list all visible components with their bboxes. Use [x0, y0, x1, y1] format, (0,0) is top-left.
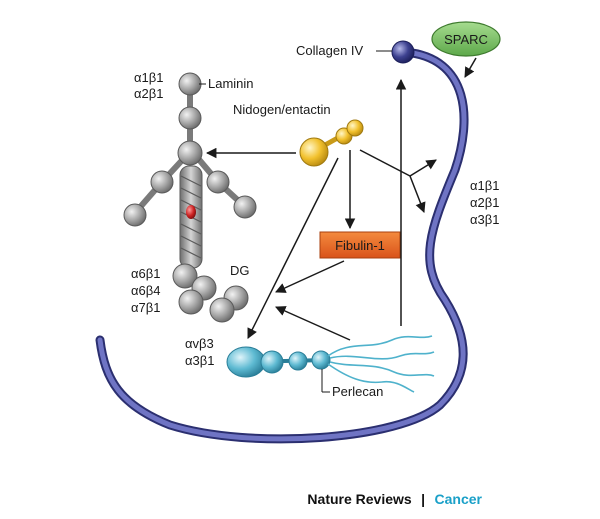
interaction-arrows — [205, 78, 437, 341]
arrow-nidogen-to-perlecan — [247, 157, 339, 339]
nidogen-molecule — [299, 119, 364, 167]
sparc-ellipse — [431, 21, 501, 57]
footer-separator: | — [421, 491, 425, 507]
arrow-nidogen-to-collagen-b — [409, 159, 437, 177]
fibulin-1-label: Fibulin-1 — [335, 238, 385, 253]
arrow-nidogen-to-collagen-a — [359, 149, 411, 177]
arrow-fibulin-to-laminin — [275, 260, 345, 293]
perlecan-integrin-2: α3β1 — [185, 353, 214, 368]
sparc-arrow — [464, 57, 477, 78]
collagen-iv-label: Collagen IV — [296, 43, 364, 58]
laminin-molecule — [123, 72, 257, 323]
laminin-label: Laminin — [208, 76, 254, 91]
perlecan-label: Perlecan — [332, 384, 383, 399]
footer-credit: Nature Reviews | Cancer — [307, 491, 482, 508]
collagen-integrin-2: α2β1 — [470, 195, 499, 210]
laminin-integrin-3: α6β1 — [131, 266, 160, 281]
arrow-nidogen-to-collagen-c — [409, 175, 426, 213]
laminin-integrin-5: α7β1 — [131, 300, 160, 315]
laminin-integrin-1: α1β1 — [134, 70, 163, 85]
sparc-label: SPARC — [444, 32, 488, 47]
laminin-binding-site — [186, 205, 196, 219]
footer-section: Cancer — [435, 491, 483, 507]
perlecan-molecule — [226, 335, 435, 393]
arrow-perlecan-to-laminin — [275, 306, 351, 341]
fibulin-1-box — [319, 231, 401, 259]
nidogen-label: Nidogen/entactin — [233, 102, 331, 117]
perlecan-integrin-1: αvβ3 — [185, 336, 214, 351]
perlecan-heparan-sulfate-chains — [327, 335, 435, 393]
dg-label: DG — [230, 263, 250, 278]
collagen-iv-fiber — [95, 40, 469, 444]
collagen-integrin-3: α3β1 — [470, 212, 499, 227]
collagen-iv-globular-domain — [391, 40, 415, 64]
collagen-integrin-1: α1β1 — [470, 178, 499, 193]
laminin-integrin-4: α6β4 — [131, 283, 160, 298]
footer-journal: Nature Reviews — [307, 491, 411, 507]
laminin-integrin-2: α2β1 — [134, 86, 163, 101]
